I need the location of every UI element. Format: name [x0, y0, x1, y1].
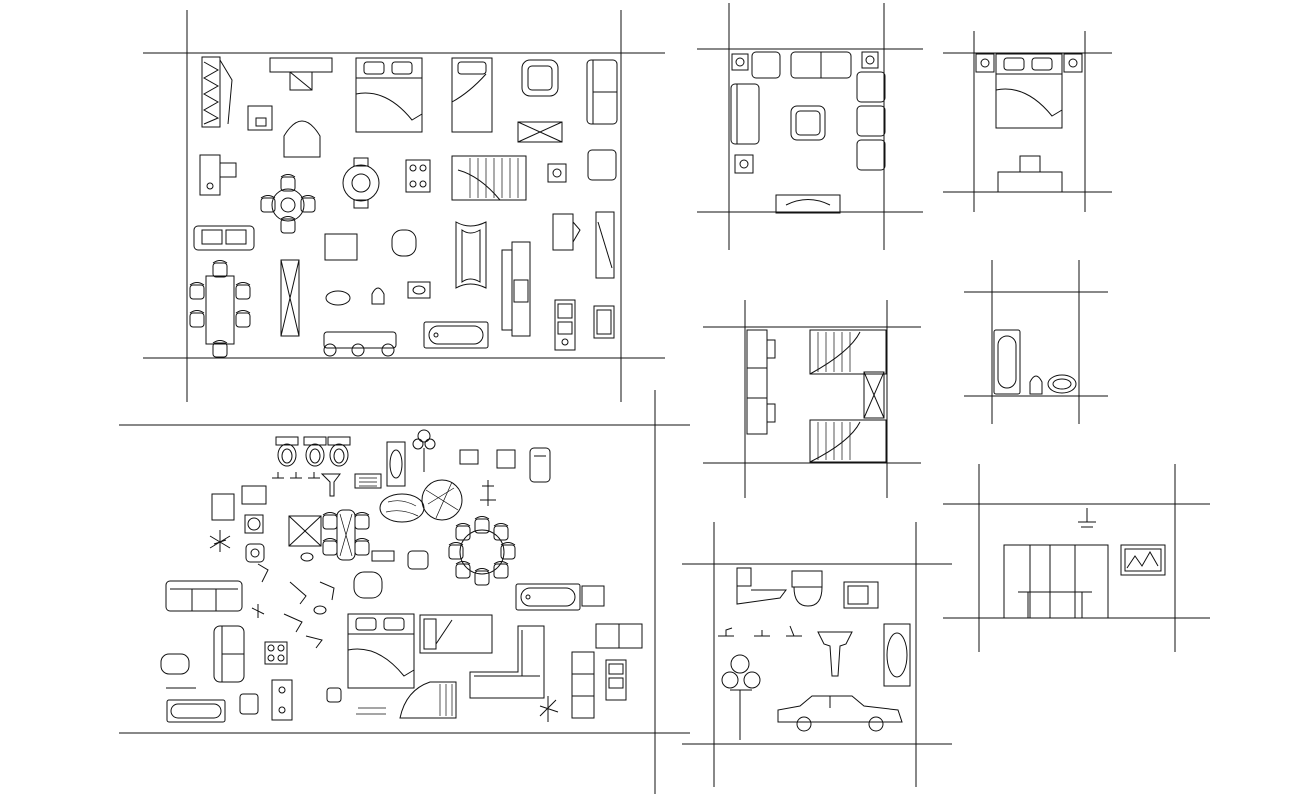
wardrobe-block	[202, 57, 232, 127]
dining-set-hatched-block	[322, 510, 370, 560]
round-table-8-block	[448, 516, 516, 586]
panel-bathroom	[964, 260, 1108, 424]
panel-fixtures-elevation	[682, 522, 952, 787]
panel-dining-elevation	[943, 464, 1210, 652]
panel-living-room	[697, 3, 923, 250]
panel-bedroom	[943, 31, 1112, 212]
panel-furniture-plans	[143, 10, 665, 402]
dining-table-block	[189, 260, 251, 358]
desk-block	[270, 58, 332, 90]
hatched-bed-block	[452, 156, 526, 200]
car-elevation-block	[778, 696, 902, 731]
panel-misc-blocks	[119, 390, 690, 794]
panel-twin-bedroom	[703, 300, 921, 498]
round-dining-table-block	[260, 174, 316, 234]
single-bed-block	[452, 58, 492, 132]
l-shaped-sofa-block	[470, 626, 544, 698]
